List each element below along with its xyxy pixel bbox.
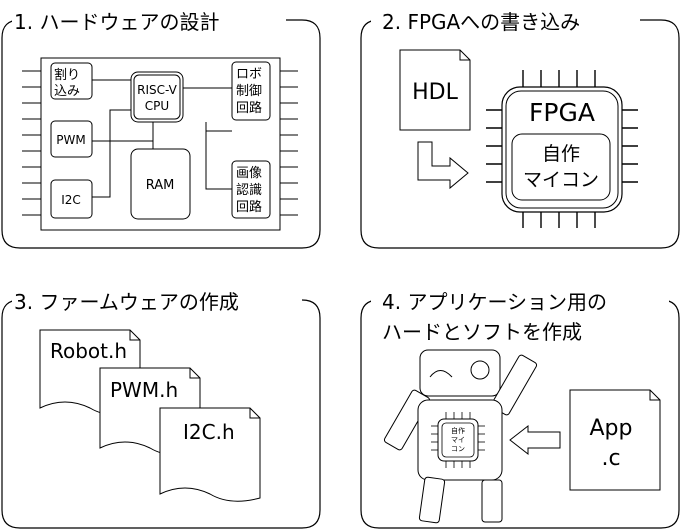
- block-label: 認識: [236, 182, 262, 198]
- panel-title: 4. アプリケーション用の: [382, 290, 607, 314]
- fpga-pins: [486, 70, 638, 228]
- bus-lines: [92, 79, 232, 198]
- pwm-block: PWM: [50, 120, 93, 158]
- file-label: PWM.h: [110, 378, 178, 402]
- panel-title: 1. ハードウェアの設計: [14, 10, 219, 34]
- block-label: RAM: [146, 178, 175, 193]
- arrow-left-icon: [509, 424, 561, 456]
- file-label: Robot.h: [50, 339, 127, 363]
- panel-firmware: 3. ファームウェアの作成 Robot.h PWM.h I2C.h: [1, 288, 321, 529]
- hdl-file: HDL: [399, 49, 471, 131]
- panel-app: 4. アプリケーション用の ハードとソフトを作成: [360, 288, 680, 529]
- file-i2c-h: I2C.h: [159, 407, 261, 502]
- cpu-block: RISC-V CPU: [130, 71, 184, 123]
- ram-block: RAM: [130, 148, 191, 220]
- panel-title: 3. ファームウェアの作成: [14, 290, 239, 314]
- robot-left-leg: [418, 476, 446, 524]
- panel-title: ハードとソフトを作成: [382, 320, 582, 344]
- robot-left-arm: [383, 389, 431, 451]
- app-label: App: [590, 416, 633, 441]
- block-label: 割り: [54, 67, 80, 83]
- block-label: RISC-V: [137, 83, 178, 97]
- robot-chip: 自作 マイ コン: [431, 412, 485, 468]
- panel-title: 2. FPGAへの書き込み: [382, 10, 580, 34]
- app-file: App .c: [569, 389, 661, 491]
- block-label: 回路: [236, 199, 262, 215]
- robot-control-block: ロボ 制御 回路: [231, 61, 271, 121]
- block-label: 画像: [236, 166, 262, 181]
- chip-label: 自作: [451, 426, 465, 435]
- app-label: .c: [601, 446, 620, 471]
- robot-right-leg: [481, 479, 503, 523]
- interrupt-block: 割り 込み: [50, 62, 93, 100]
- file-label: I2C.h: [183, 420, 235, 444]
- hdl-label: HDL: [412, 80, 458, 105]
- chip-label: コン: [451, 445, 465, 453]
- micon-label: 自作: [542, 143, 580, 165]
- micon-label: マイコン: [523, 169, 599, 191]
- image-recognition-block: 画像 認識 回路: [231, 160, 271, 219]
- block-label: 回路: [236, 100, 262, 116]
- chip-label: マイ: [451, 436, 465, 444]
- block-label: PWM: [56, 133, 85, 147]
- arrow-icon: [417, 141, 469, 190]
- i2c-block: I2C: [50, 179, 93, 219]
- block-label: CPU: [145, 99, 169, 113]
- block-label: 制御: [236, 84, 262, 99]
- panel-fpga-write: 2. FPGAへの書き込み HDL: [360, 8, 680, 249]
- right-pins: [280, 70, 298, 216]
- block-label: I2C: [61, 193, 81, 207]
- fpga-chip: FPGA 自作 マイコン: [501, 86, 623, 213]
- block-label: 込み: [54, 84, 80, 99]
- block-label: ロボ: [236, 67, 262, 82]
- robot-illustration: [383, 349, 538, 524]
- panel-hardware-design: 1. ハードウェアの設計: [1, 8, 321, 249]
- left-pins: [22, 70, 41, 216]
- fpga-label: FPGA: [529, 98, 595, 127]
